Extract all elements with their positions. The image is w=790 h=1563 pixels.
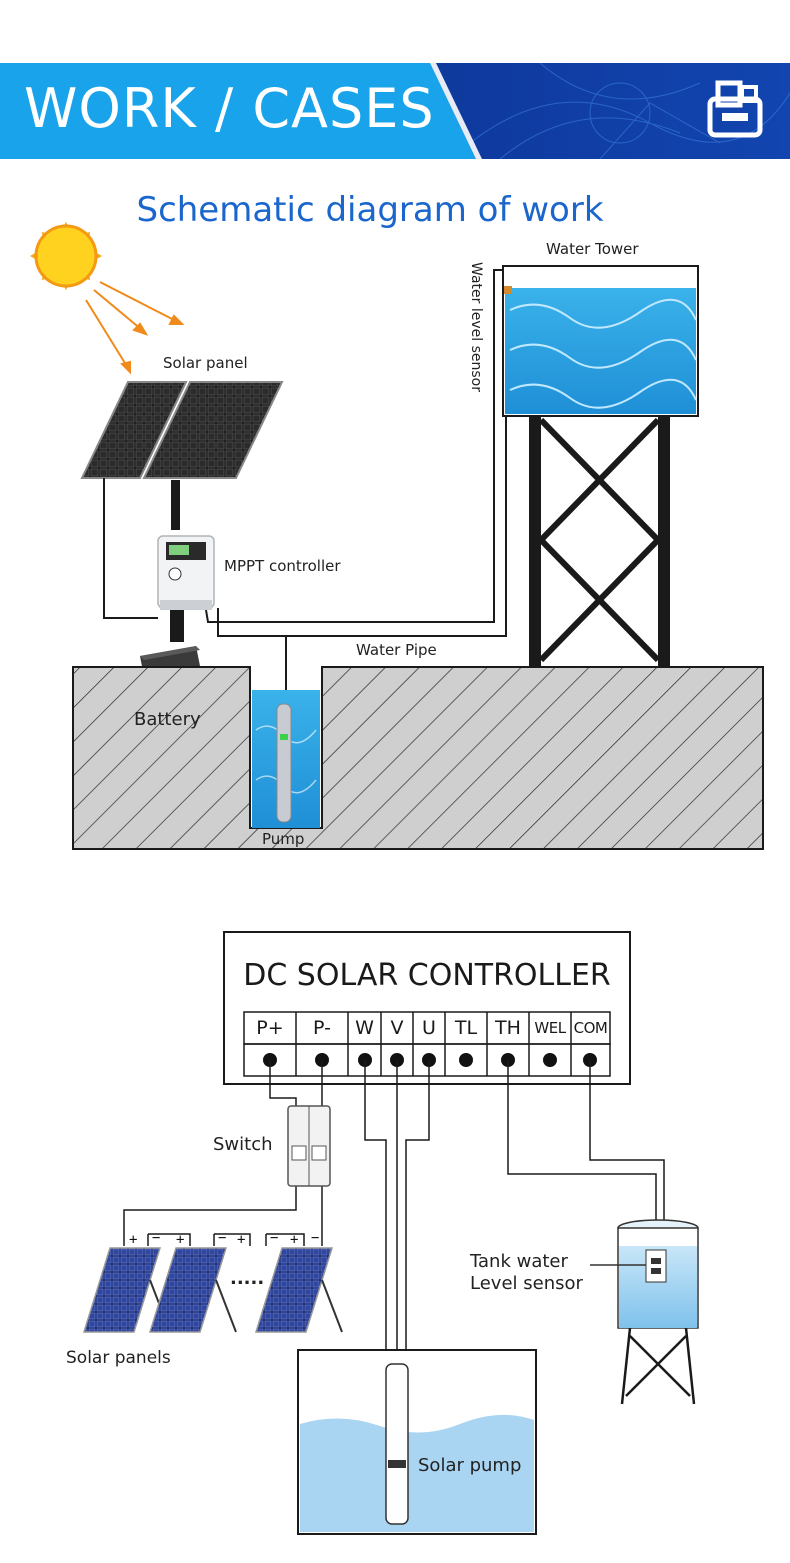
section-title: Schematic diagram of work <box>136 190 604 230</box>
solar-panels-label: Solar panels <box>66 1348 171 1368</box>
polarity-sign: + <box>129 1232 138 1248</box>
banner-title: WORK / CASES <box>24 77 435 140</box>
solar-panels <box>82 1247 343 1333</box>
water-pipe-label: Water Pipe <box>356 641 437 659</box>
solar-pump-label: Solar pump <box>418 1455 522 1476</box>
ground <box>72 666 764 850</box>
panels-ellipsis: ..... <box>230 1268 265 1289</box>
polarity-sign: − <box>218 1230 227 1246</box>
controller-title: DC SOLAR CONTROLLER <box>243 958 611 993</box>
mppt-controller <box>157 535 215 642</box>
terminal-tl: TL <box>454 1017 478 1039</box>
polarity-sign: + <box>176 1232 185 1248</box>
battery-label: Battery <box>134 709 201 730</box>
sun-rays <box>85 281 185 375</box>
wiring <box>103 269 508 706</box>
banner-background <box>0 63 790 159</box>
water-level-sensor-label: Water level sensor <box>468 262 484 392</box>
printer-icon <box>707 80 763 138</box>
terminal-u: U <box>422 1017 436 1039</box>
tank-sensor-label-line2: Level sensor <box>470 1273 583 1294</box>
terminal-v: V <box>390 1017 404 1039</box>
polarity-sign: + <box>290 1232 299 1248</box>
terminal-w: W <box>355 1017 374 1039</box>
terminal-p-minus: P- <box>313 1017 331 1039</box>
polarity-sign: − <box>311 1230 320 1246</box>
water-tower <box>502 265 699 666</box>
switch-label: Switch <box>213 1134 273 1155</box>
solar-panel <box>80 381 284 530</box>
terminal-wel: WEL <box>534 1019 566 1037</box>
polarity-sign: − <box>152 1230 161 1246</box>
polarity-sign: + <box>237 1232 246 1248</box>
terminal-th: TH <box>495 1017 521 1039</box>
tank <box>590 1219 699 1405</box>
sun-icon <box>30 222 102 290</box>
header-banner: WORK / CASES <box>0 63 790 159</box>
pump-label: Pump <box>262 830 305 848</box>
switch <box>287 1105 331 1187</box>
terminal-p-plus: P+ <box>256 1017 284 1039</box>
terminal-com: COM <box>573 1019 608 1037</box>
water-tower-label: Water Tower <box>546 240 639 258</box>
pump-tank <box>297 1349 537 1535</box>
controller-wiring <box>123 1060 665 1350</box>
solar-panel-label: Solar panel <box>163 354 248 372</box>
dc-solar-controller-box <box>223 931 631 1085</box>
tank-sensor-label-line1: Tank water <box>470 1251 568 1272</box>
well <box>252 690 320 828</box>
polarity-sign: − <box>270 1230 279 1246</box>
mppt-controller-label: MPPT controller <box>224 557 341 575</box>
